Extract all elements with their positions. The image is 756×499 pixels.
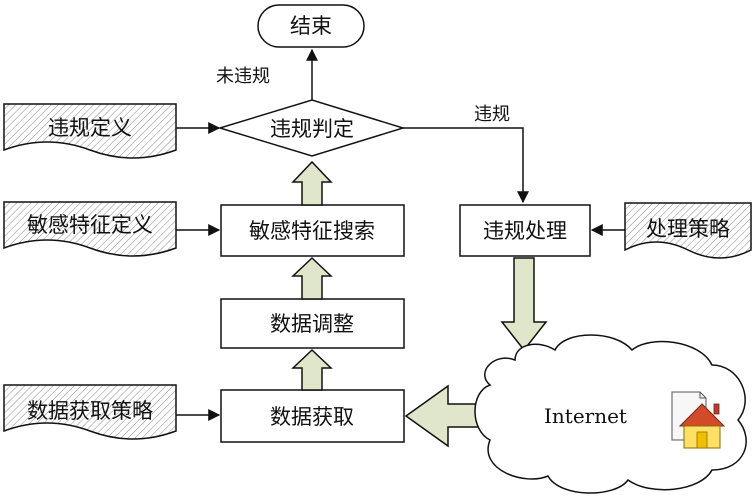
internet-label: Internet (544, 404, 627, 428)
end-node: 结束 (257, 4, 365, 48)
violation-def-label: 违规定义 (48, 116, 132, 140)
search-process: 敏感特征搜索 (220, 204, 405, 257)
acquire-policy-label: 数据获取策略 (27, 399, 153, 423)
violation-edge-label: 违规 (474, 104, 510, 125)
judge-decision: 违规判定 (217, 99, 406, 157)
sensitive-def-label: 敏感特征定义 (27, 213, 153, 237)
violation-def-doc: 违规定义 (3, 103, 177, 159)
home-page-icon (671, 391, 726, 449)
block-arrow-internet-to-acquire (404, 384, 483, 448)
acquire-policy-doc: 数据获取策略 (3, 384, 177, 440)
block-arrow-acquire-to-adjust (291, 348, 333, 391)
search-label: 敏感特征搜索 (249, 219, 375, 243)
acquire-label: 数据获取 (270, 405, 354, 429)
acquire-process: 数据获取 (220, 389, 405, 443)
handle-policy-label: 处理策略 (646, 217, 730, 241)
adjust-process: 数据调整 (220, 298, 405, 349)
no-violation-label: 未违规 (216, 66, 270, 87)
handle-process: 违规处理 (459, 204, 591, 257)
block-arrow-search-to-judge (291, 160, 333, 206)
arrow-judge-to-handle (403, 127, 529, 204)
judge-label: 违规判定 (270, 117, 354, 141)
sensitive-def-doc: 敏感特征定义 (3, 201, 177, 257)
adjust-label: 数据调整 (270, 312, 354, 336)
block-arrow-handle-to-internet (500, 257, 548, 352)
handle-label: 违规处理 (483, 219, 567, 243)
handle-policy-doc: 处理策略 (624, 202, 752, 259)
end-label: 结束 (290, 14, 332, 38)
internet-cloud: Internet (474, 334, 747, 494)
block-arrow-adjust-to-search (291, 256, 333, 300)
